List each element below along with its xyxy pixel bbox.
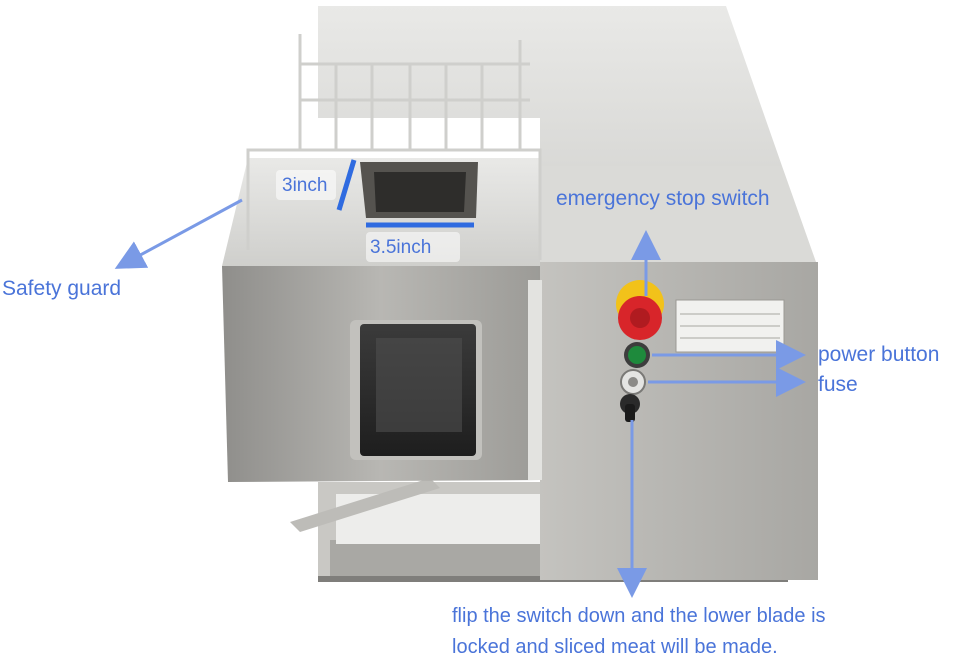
height-dimension-bar	[336, 159, 357, 211]
blade-lock-note-line-1: flip the switch down and the lower blade…	[452, 605, 826, 627]
width-dimension-label: 3.5inch	[370, 237, 432, 258]
height-dimension-label: 3inch	[282, 175, 328, 196]
emergency-stop-switch[interactable]	[616, 280, 664, 340]
safety-guard-arrow	[114, 198, 243, 269]
nameplate	[675, 299, 785, 353]
blade-lock-switch[interactable]	[620, 394, 640, 422]
power-button[interactable]	[624, 342, 650, 368]
fuse-label: fuse	[818, 373, 858, 396]
width-label-backdrop	[366, 232, 460, 262]
emergency-stop-label: emergency stop switch	[556, 187, 770, 210]
discharge-chute	[290, 478, 440, 532]
fuse-holder[interactable]	[620, 369, 646, 395]
height-label-backdrop	[276, 170, 336, 200]
power-button-label: power button	[818, 343, 940, 366]
safety-guard-rails	[246, 34, 542, 260]
blade-lock-note-line-2: locked and sliced meat will be made.	[452, 636, 778, 658]
viewing-window	[350, 320, 482, 460]
feed-opening	[360, 162, 478, 218]
safety-guard-label: Safety guard	[2, 277, 122, 300]
blade-lock-note: flip the switch down and the lower blade…	[452, 601, 826, 663]
